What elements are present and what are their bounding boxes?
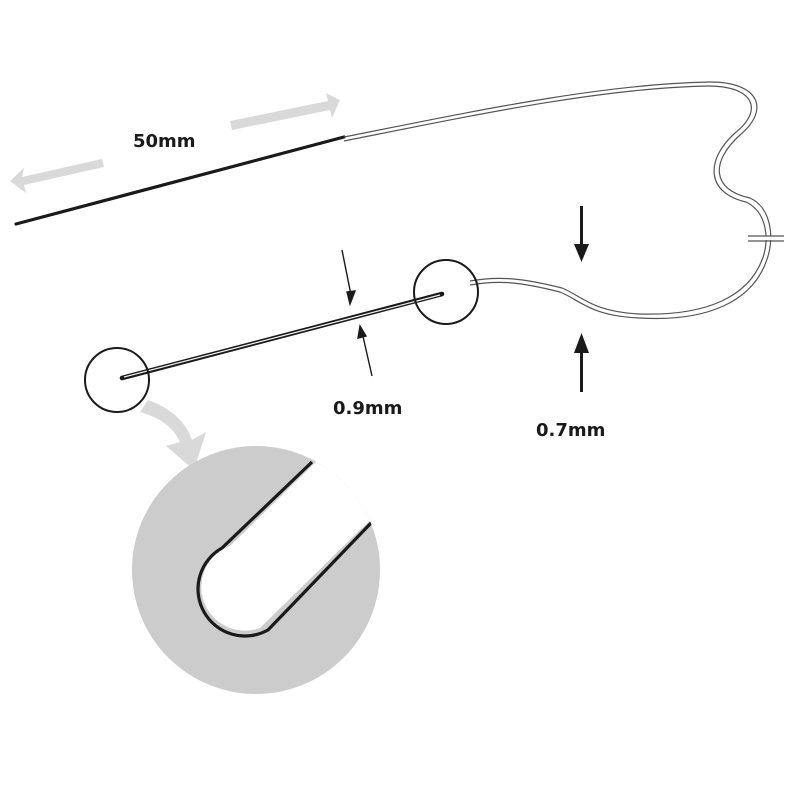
needle-detail	[119, 291, 445, 381]
thread	[343, 81, 772, 320]
tip-highlight-circle	[84, 347, 150, 413]
zoomed-tip-view	[132, 446, 380, 694]
length-arrows	[10, 93, 340, 193]
length-arrow-left	[10, 159, 104, 193]
thread-strand-upper-2	[343, 85, 767, 315]
needle-diameter-label: 0.9mm	[333, 398, 402, 419]
length-arrow-right	[230, 93, 340, 130]
needle-full	[14, 135, 346, 226]
length-label: 50mm	[133, 131, 196, 152]
zoom-pointer-arrow	[140, 400, 206, 470]
eye-highlight-circle	[413, 259, 479, 325]
needle-shaft-top	[14, 135, 346, 226]
thread-cut-mark	[748, 235, 784, 242]
zoomed-needle-tip	[201, 446, 380, 631]
thread-diameter-indicator	[574, 206, 589, 392]
needle-diameter-indicator	[341, 249, 373, 377]
thread-diameter-label: 0.7mm	[536, 420, 605, 441]
zoomed-needle-outline	[196, 460, 374, 638]
thread-strand-upper	[343, 81, 772, 320]
